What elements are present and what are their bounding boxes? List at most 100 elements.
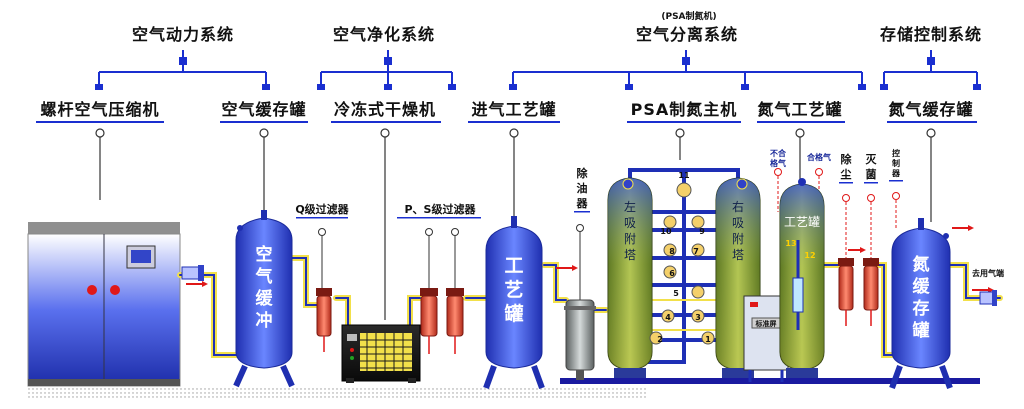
equipment-title-compressor: 螺杆空气压缩机 xyxy=(40,100,159,119)
left-tower-label-1: 左 xyxy=(624,199,636,214)
svg-text:控: 控 xyxy=(892,148,900,158)
nitrogen-process-tank[interactable]: 工艺罐 13 12 xyxy=(779,178,825,378)
system-title-power: 空气动力系统 xyxy=(132,25,234,44)
hierarchy-connectors xyxy=(98,50,978,86)
air-buffer-tank-label-1: 空 xyxy=(256,244,273,265)
valve-2: 2 xyxy=(649,331,663,345)
to-gas-use-label: 去用气端 xyxy=(972,268,1004,278)
process-tank-label: 工艺罐 xyxy=(784,215,820,229)
nitrogen-buffer-tank[interactable]: 氮 缓 存 罐 xyxy=(889,218,953,390)
right-tower-label-2: 吸 xyxy=(732,216,744,230)
svg-text:不合: 不合 xyxy=(770,148,787,158)
right-tower-label-4: 塔 xyxy=(732,248,744,262)
svg-text:4: 4 xyxy=(665,313,671,322)
air-buffer-tank-label-4: 冲 xyxy=(256,310,273,331)
left-adsorption-tower[interactable]: 左 吸 附 塔 xyxy=(607,177,653,378)
valve-12-number: 12 xyxy=(804,251,815,260)
dust-removal-label-1: 除 xyxy=(841,152,853,166)
air-buffer-tank-label-3: 缓 xyxy=(256,288,274,309)
tower-gauges xyxy=(622,178,748,190)
svg-text:7: 7 xyxy=(693,247,699,256)
oil-remover[interactable] xyxy=(564,299,596,380)
inlet-tank-label-3: 罐 xyxy=(503,302,523,325)
valve-9: 9 xyxy=(691,215,705,236)
equipment-title-inlet-tank: 进气工艺罐 xyxy=(471,100,556,119)
p-filter[interactable] xyxy=(420,288,438,354)
ps-filter-label: P、S级过滤器 xyxy=(405,202,477,216)
ps-filter-leaders xyxy=(425,228,459,288)
screw-air-compressor[interactable] xyxy=(27,222,181,387)
inlet-process-tank[interactable]: 工 艺 罐 xyxy=(483,216,545,390)
valve-3: 3 xyxy=(691,309,705,323)
inlet-tank-label-1: 工 xyxy=(504,255,523,277)
svg-text:制: 制 xyxy=(892,158,900,168)
valve-8: 8 xyxy=(663,243,677,257)
oil-remover-leader xyxy=(576,224,584,300)
equipment-title-n2-process-tank: 氮气工艺罐 xyxy=(757,100,842,119)
inlet-tank-label-2: 艺 xyxy=(504,279,523,301)
q-filter-leader xyxy=(318,228,326,288)
sterilize-underline xyxy=(864,182,878,184)
equipment-title-air-buffer: 空气缓存罐 xyxy=(221,100,306,119)
svg-text:格气: 格气 xyxy=(770,158,786,168)
n2-buffer-label-1: 氮 xyxy=(913,254,930,275)
valve-11: 11 xyxy=(676,171,692,198)
refrigerated-dryer[interactable] xyxy=(341,324,421,383)
n2-buffer-label-3: 存 xyxy=(913,298,930,319)
dust-underline xyxy=(839,182,853,184)
sterile-filter[interactable] xyxy=(863,258,879,326)
filter-leaders xyxy=(842,194,875,258)
hierarchy-nodes xyxy=(95,57,981,90)
valve-4: 4 xyxy=(661,309,675,323)
controller-leader xyxy=(892,192,900,230)
svg-text:8: 8 xyxy=(669,247,675,256)
ground xyxy=(26,387,646,399)
title-underlines xyxy=(36,121,977,123)
gas-vent-leaders xyxy=(774,168,823,212)
dust-filter[interactable] xyxy=(838,258,854,326)
right-tower-label-3: 附 xyxy=(732,232,744,246)
q-filter-underline xyxy=(296,217,348,219)
valve-5: 5 xyxy=(673,285,705,299)
q-filter[interactable] xyxy=(316,288,332,352)
n2-buffer-label-4: 罐 xyxy=(912,320,930,341)
dust-removal-label-2: 尘 xyxy=(841,167,852,181)
left-tower-label-4: 塔 xyxy=(624,248,636,262)
system-title-separate: 空气分离系统 xyxy=(636,25,738,44)
svg-text:3: 3 xyxy=(695,313,701,322)
svg-text:5: 5 xyxy=(673,289,679,298)
left-tower-label-2: 吸 xyxy=(624,216,636,230)
controller-underline xyxy=(889,180,903,182)
psa-valves[interactable]: 11 10 9 8 7 6 5 4 3 2 1 xyxy=(649,171,715,345)
sterilize-label-1: 灭 xyxy=(865,153,878,166)
unqualified-gas-label: 不合 格气 xyxy=(770,148,787,168)
leader-lines xyxy=(95,128,936,320)
svg-text:1: 1 xyxy=(705,335,711,344)
svg-text:2: 2 xyxy=(657,335,663,344)
equipment-title-psa-main: PSA制氮主机 xyxy=(631,100,738,119)
controller-label: 控 制 器 xyxy=(891,148,901,178)
equipment-title-n2-buffer: 氮气缓存罐 xyxy=(888,100,973,119)
air-buffer-tank[interactable]: 空 气 缓 冲 xyxy=(233,210,295,388)
svg-text:11: 11 xyxy=(678,171,690,180)
sterilize-label-2: 菌 xyxy=(866,167,877,181)
valve-7: 7 xyxy=(691,243,705,257)
valve-6: 6 xyxy=(663,265,677,279)
system-title-storage: 存储控制系统 xyxy=(880,25,982,44)
compressor-outlet-valve[interactable] xyxy=(181,265,204,281)
air-buffer-tank-label-2: 气 xyxy=(255,266,273,287)
svg-text:油: 油 xyxy=(577,181,588,195)
left-tower-label-3: 附 xyxy=(624,232,636,246)
system-title-purify: 空气净化系统 xyxy=(333,25,435,44)
valve-10: 10 xyxy=(660,215,677,236)
qualified-gas-label: 合格气 xyxy=(806,152,831,162)
svg-text:6: 6 xyxy=(669,269,675,278)
outlet-valve[interactable] xyxy=(979,290,997,306)
equipment-title-dryer: 冷冻式干燥机 xyxy=(334,100,436,119)
svg-text:除: 除 xyxy=(577,166,589,180)
s-filter[interactable] xyxy=(446,288,464,354)
svg-text:9: 9 xyxy=(699,227,705,236)
oil-remover-label: 除 油 器 xyxy=(576,166,589,210)
svg-text:器: 器 xyxy=(891,169,901,178)
